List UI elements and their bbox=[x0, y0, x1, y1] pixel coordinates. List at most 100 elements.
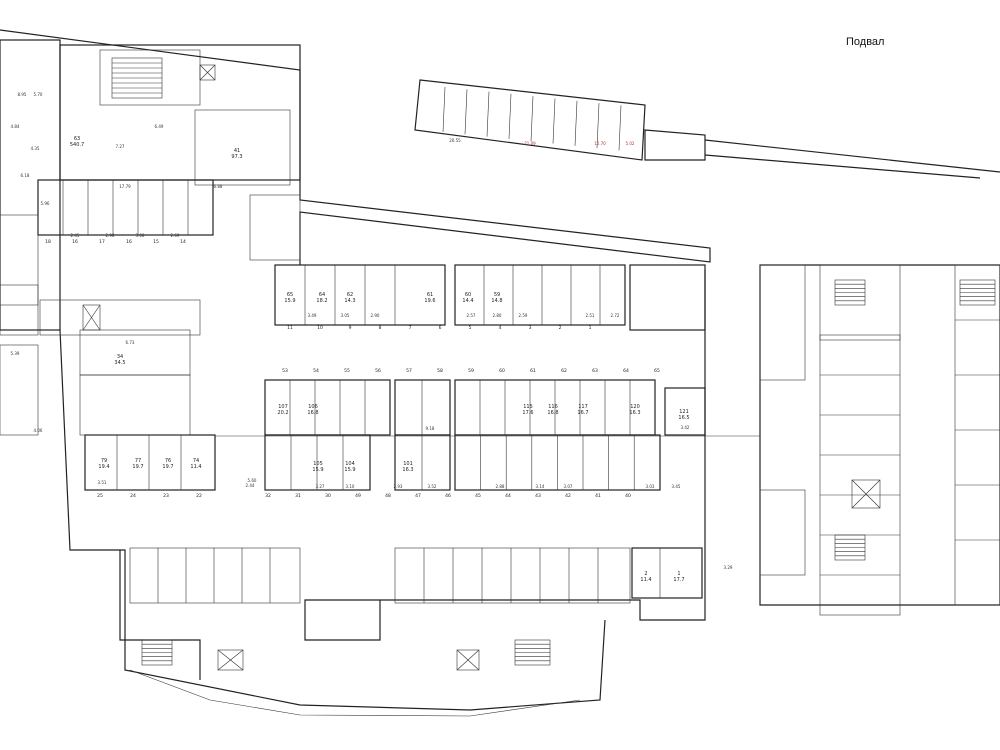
room-area: 19.4 bbox=[98, 464, 109, 470]
parking-number-top: 59 bbox=[468, 368, 474, 374]
room-number: 74 bbox=[193, 458, 199, 464]
room-area: 14.4 bbox=[462, 298, 473, 304]
room-area: 17.6 bbox=[522, 410, 533, 416]
west-block bbox=[0, 39, 61, 331]
room-number: 116 bbox=[548, 404, 558, 410]
storage-row-number: 8 bbox=[379, 325, 382, 331]
room-area: 16.7 bbox=[577, 410, 588, 416]
storage-row-number-ll: 25 bbox=[97, 493, 103, 499]
room-area: 97.3 bbox=[231, 154, 242, 160]
floor-title: Подвал bbox=[846, 36, 885, 48]
dimension-label: 3.08 bbox=[136, 233, 145, 238]
dimension-label: 3.05 bbox=[341, 313, 350, 318]
parking-number-top: 57 bbox=[406, 368, 412, 374]
north-strip-partition bbox=[552, 98, 556, 144]
parking-number-bottom: 49 bbox=[355, 493, 361, 499]
shaft-se-diag bbox=[456, 649, 480, 671]
storage-row-number-west: 16 bbox=[72, 239, 78, 245]
room-area: 34.5 bbox=[114, 360, 125, 366]
storage-row-number-west: 16 bbox=[126, 239, 132, 245]
north-strip-end bbox=[644, 129, 706, 161]
storage-row-upper-b bbox=[454, 264, 626, 326]
room-area: 11.4 bbox=[640, 577, 651, 583]
room-number: 1 bbox=[677, 571, 680, 577]
dimension-label: 2.59 bbox=[519, 313, 528, 318]
dimension-label: 7.27 bbox=[116, 144, 125, 149]
dimension-label: 3.27 bbox=[316, 484, 325, 489]
room-41 bbox=[194, 109, 291, 186]
storage-row-number-west: 15 bbox=[153, 239, 159, 245]
room-area: 17.7 bbox=[673, 577, 684, 583]
parking-number-top: 65 bbox=[654, 368, 660, 374]
room-121-box bbox=[664, 387, 706, 436]
room-number: 59 bbox=[494, 292, 500, 298]
parking-number-top: 62 bbox=[561, 368, 567, 374]
outer-wall-mid bbox=[304, 270, 706, 641]
shaft-nw-diag bbox=[199, 64, 216, 81]
storage-row-number: 9 bbox=[349, 325, 352, 331]
north-strip-partition bbox=[618, 105, 622, 151]
dimension-label: 3.03 bbox=[646, 484, 655, 489]
room-number: 63 bbox=[74, 136, 80, 142]
east-building bbox=[759, 264, 1000, 606]
dimension-label: 6.18 bbox=[21, 173, 30, 178]
dimension-label: 2.57 bbox=[467, 313, 476, 318]
room-number: 121 bbox=[679, 409, 689, 415]
dimension-label: 2.93 bbox=[394, 484, 403, 489]
parking-number-top: 56 bbox=[375, 368, 381, 374]
room-area: 20.2 bbox=[277, 410, 288, 416]
dimension-label: 5.60 bbox=[248, 478, 257, 483]
dimension-label: 2.69 bbox=[171, 233, 180, 238]
storage-row-number-west: 14 bbox=[180, 239, 186, 245]
room-number: 120 bbox=[630, 404, 640, 410]
room-area: 16.3 bbox=[629, 410, 640, 416]
room-area: 15.9 bbox=[312, 467, 323, 473]
dimension-label: 17.79 bbox=[119, 184, 131, 189]
room-area: 16.8 bbox=[307, 410, 318, 416]
north-strip-partition bbox=[530, 96, 534, 142]
south-wall-west bbox=[119, 550, 201, 680]
room-area: 16.3 bbox=[402, 467, 413, 473]
storage-row-number: 4 bbox=[499, 325, 502, 331]
storage-row-number-ll: 24 bbox=[130, 493, 136, 499]
dimension-label: 6.88 bbox=[214, 184, 223, 189]
east-wing-b bbox=[759, 489, 806, 576]
dimension-label: 2.51 bbox=[586, 313, 595, 318]
dimension-label: 3.14 bbox=[536, 484, 545, 489]
storage-row-number: 6 bbox=[439, 325, 442, 331]
partitions-layer bbox=[0, 49, 1000, 717]
storage-block-b-top bbox=[394, 379, 451, 436]
storage-row-west bbox=[37, 179, 214, 236]
shaft-sw-diag bbox=[217, 649, 244, 671]
storage-row-number-west: 18 bbox=[45, 239, 51, 245]
outer-wall-south bbox=[59, 329, 606, 711]
room-area: 19.6 bbox=[424, 298, 435, 304]
labels-layer: 63540.74197.33434.56515.96418.26214.3611… bbox=[11, 92, 733, 583]
technical-room bbox=[629, 264, 706, 331]
north-strip-partition bbox=[464, 89, 468, 135]
parking-number-top: 63 bbox=[592, 368, 598, 374]
parking-number-bottom: 48 bbox=[385, 493, 391, 499]
storage-row-number: 3 bbox=[529, 325, 532, 331]
dimension-label: 3.45 bbox=[672, 484, 681, 489]
dimension-label: 21.09 bbox=[524, 141, 536, 146]
room-number: 77 bbox=[135, 458, 141, 464]
north-strip-partition bbox=[596, 103, 600, 149]
room-number: 65 bbox=[287, 292, 293, 298]
room-66 bbox=[249, 194, 301, 261]
parking-number-top: 64 bbox=[623, 368, 629, 374]
shaft-nw bbox=[199, 64, 216, 81]
storage-row-number: 11 bbox=[287, 325, 293, 331]
storage-row-number: 7 bbox=[409, 325, 412, 331]
dimension-label: 3.07 bbox=[564, 484, 573, 489]
room-number: 34 bbox=[117, 354, 123, 360]
west-rooms-row bbox=[39, 299, 201, 336]
parking-number-bottom: 44 bbox=[505, 493, 511, 499]
storage-row-number-ll: 23 bbox=[163, 493, 169, 499]
room-number: 106 bbox=[308, 404, 318, 410]
room-area: 15.9 bbox=[344, 467, 355, 473]
dimension-label: 5.70 bbox=[34, 92, 43, 97]
east-wing-a bbox=[759, 264, 806, 381]
parking-number-bottom: 47 bbox=[415, 493, 421, 499]
